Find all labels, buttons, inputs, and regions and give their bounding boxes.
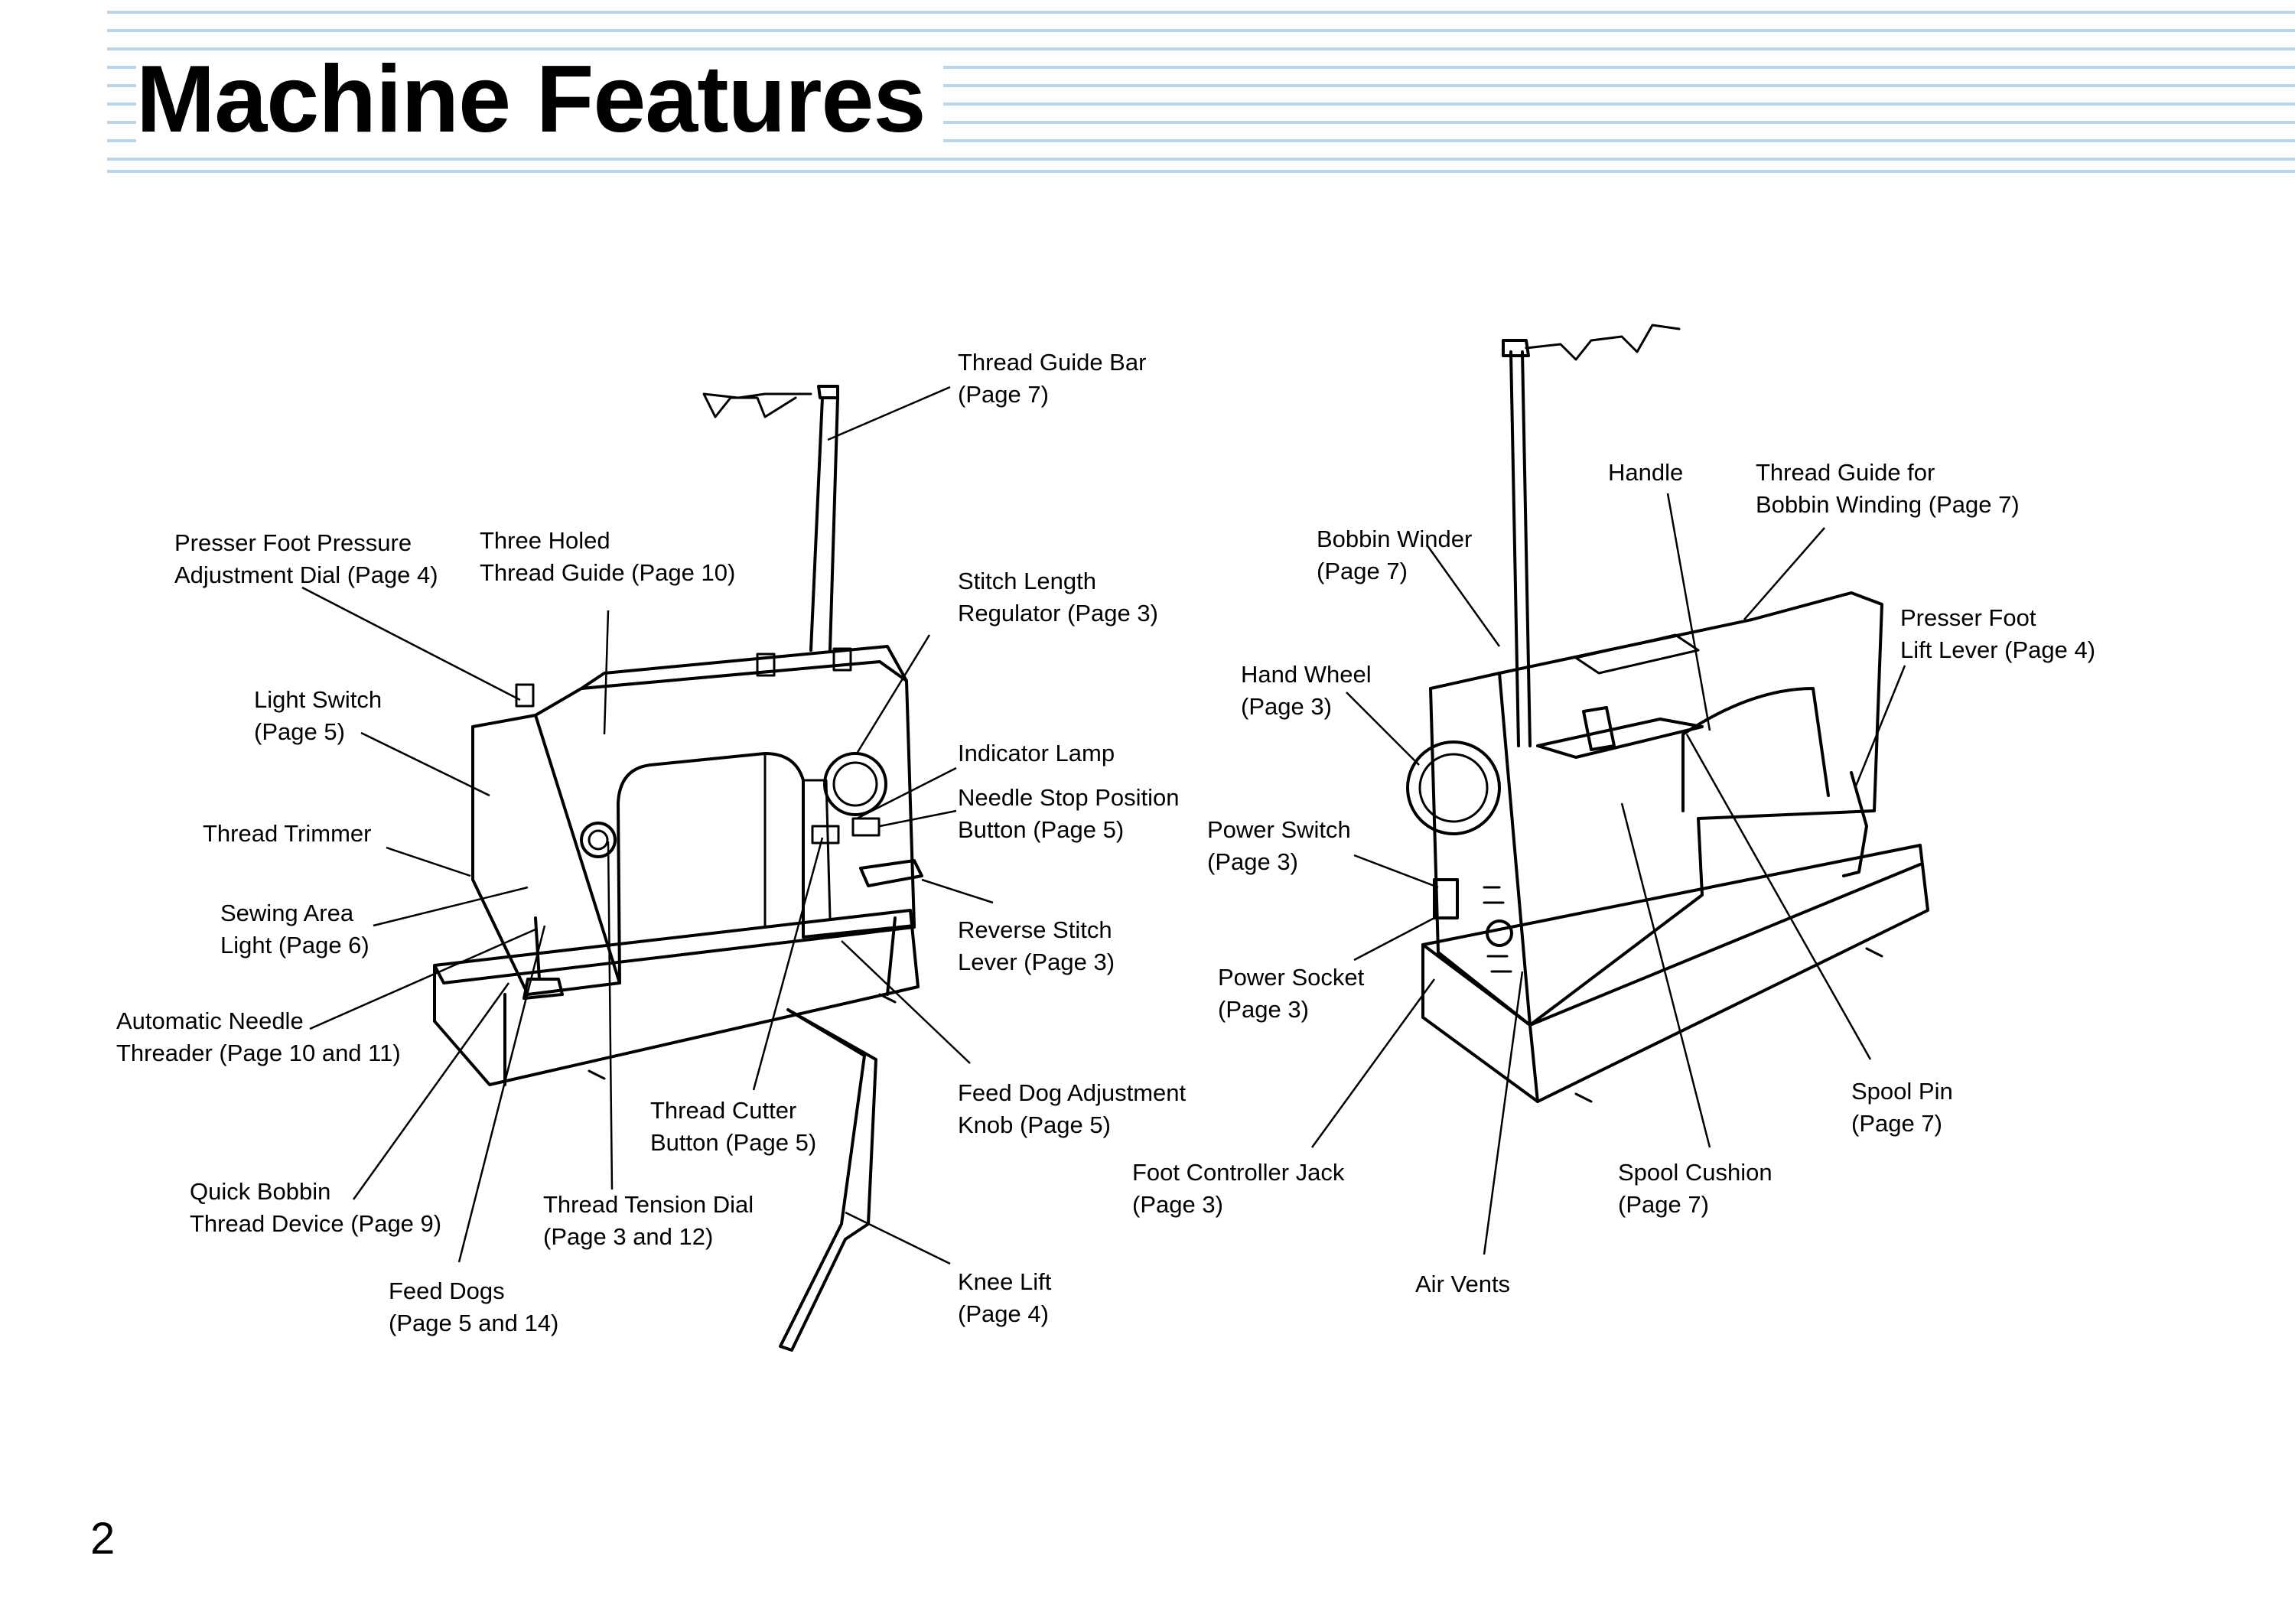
- label-thread-trimmer: Thread Trimmer: [203, 820, 372, 847]
- label-knee-lift: Knee Lift(Page 4): [958, 1268, 1052, 1327]
- label-air-vents: Air Vents: [1415, 1271, 1511, 1297]
- label-thread-tension-dial: Thread Tension Dial(Page 3 and 12): [543, 1191, 754, 1250]
- label-spool-cushion: Spool Cushion(Page 7): [1618, 1159, 1773, 1218]
- label-handle: Handle: [1608, 459, 1684, 486]
- label-light-switch: Light Switch(Page 5): [254, 686, 382, 745]
- label-feed-dogs: Feed Dogs(Page 5 and 14): [389, 1277, 559, 1336]
- label-bobbin-winder: Bobbin Winder(Page 7): [1317, 526, 1473, 584]
- label-thread-guide-bar: Thread Guide Bar(Page 7): [958, 349, 1147, 408]
- page-title: Machine Features: [136, 52, 944, 147]
- label-hand-wheel: Hand Wheel(Page 3): [1241, 661, 1372, 720]
- leader-lines: [301, 386, 1906, 1265]
- label-power-socket: Power Socket(Page 3): [1218, 964, 1365, 1023]
- page-number: 2: [90, 1514, 116, 1564]
- front-machine-illustration: [433, 385, 923, 1352]
- label-spool-pin: Spool Pin(Page 7): [1851, 1078, 1953, 1137]
- label-indicator-lamp: Indicator Lamp: [958, 740, 1115, 766]
- label-power-switch: Power Switch(Page 3): [1207, 816, 1351, 875]
- header-stripes: [107, 0, 2295, 184]
- back-machine-illustration: [1406, 324, 1929, 1103]
- label-foot-controller-jack: Foot Controller Jack(Page 3): [1132, 1159, 1345, 1218]
